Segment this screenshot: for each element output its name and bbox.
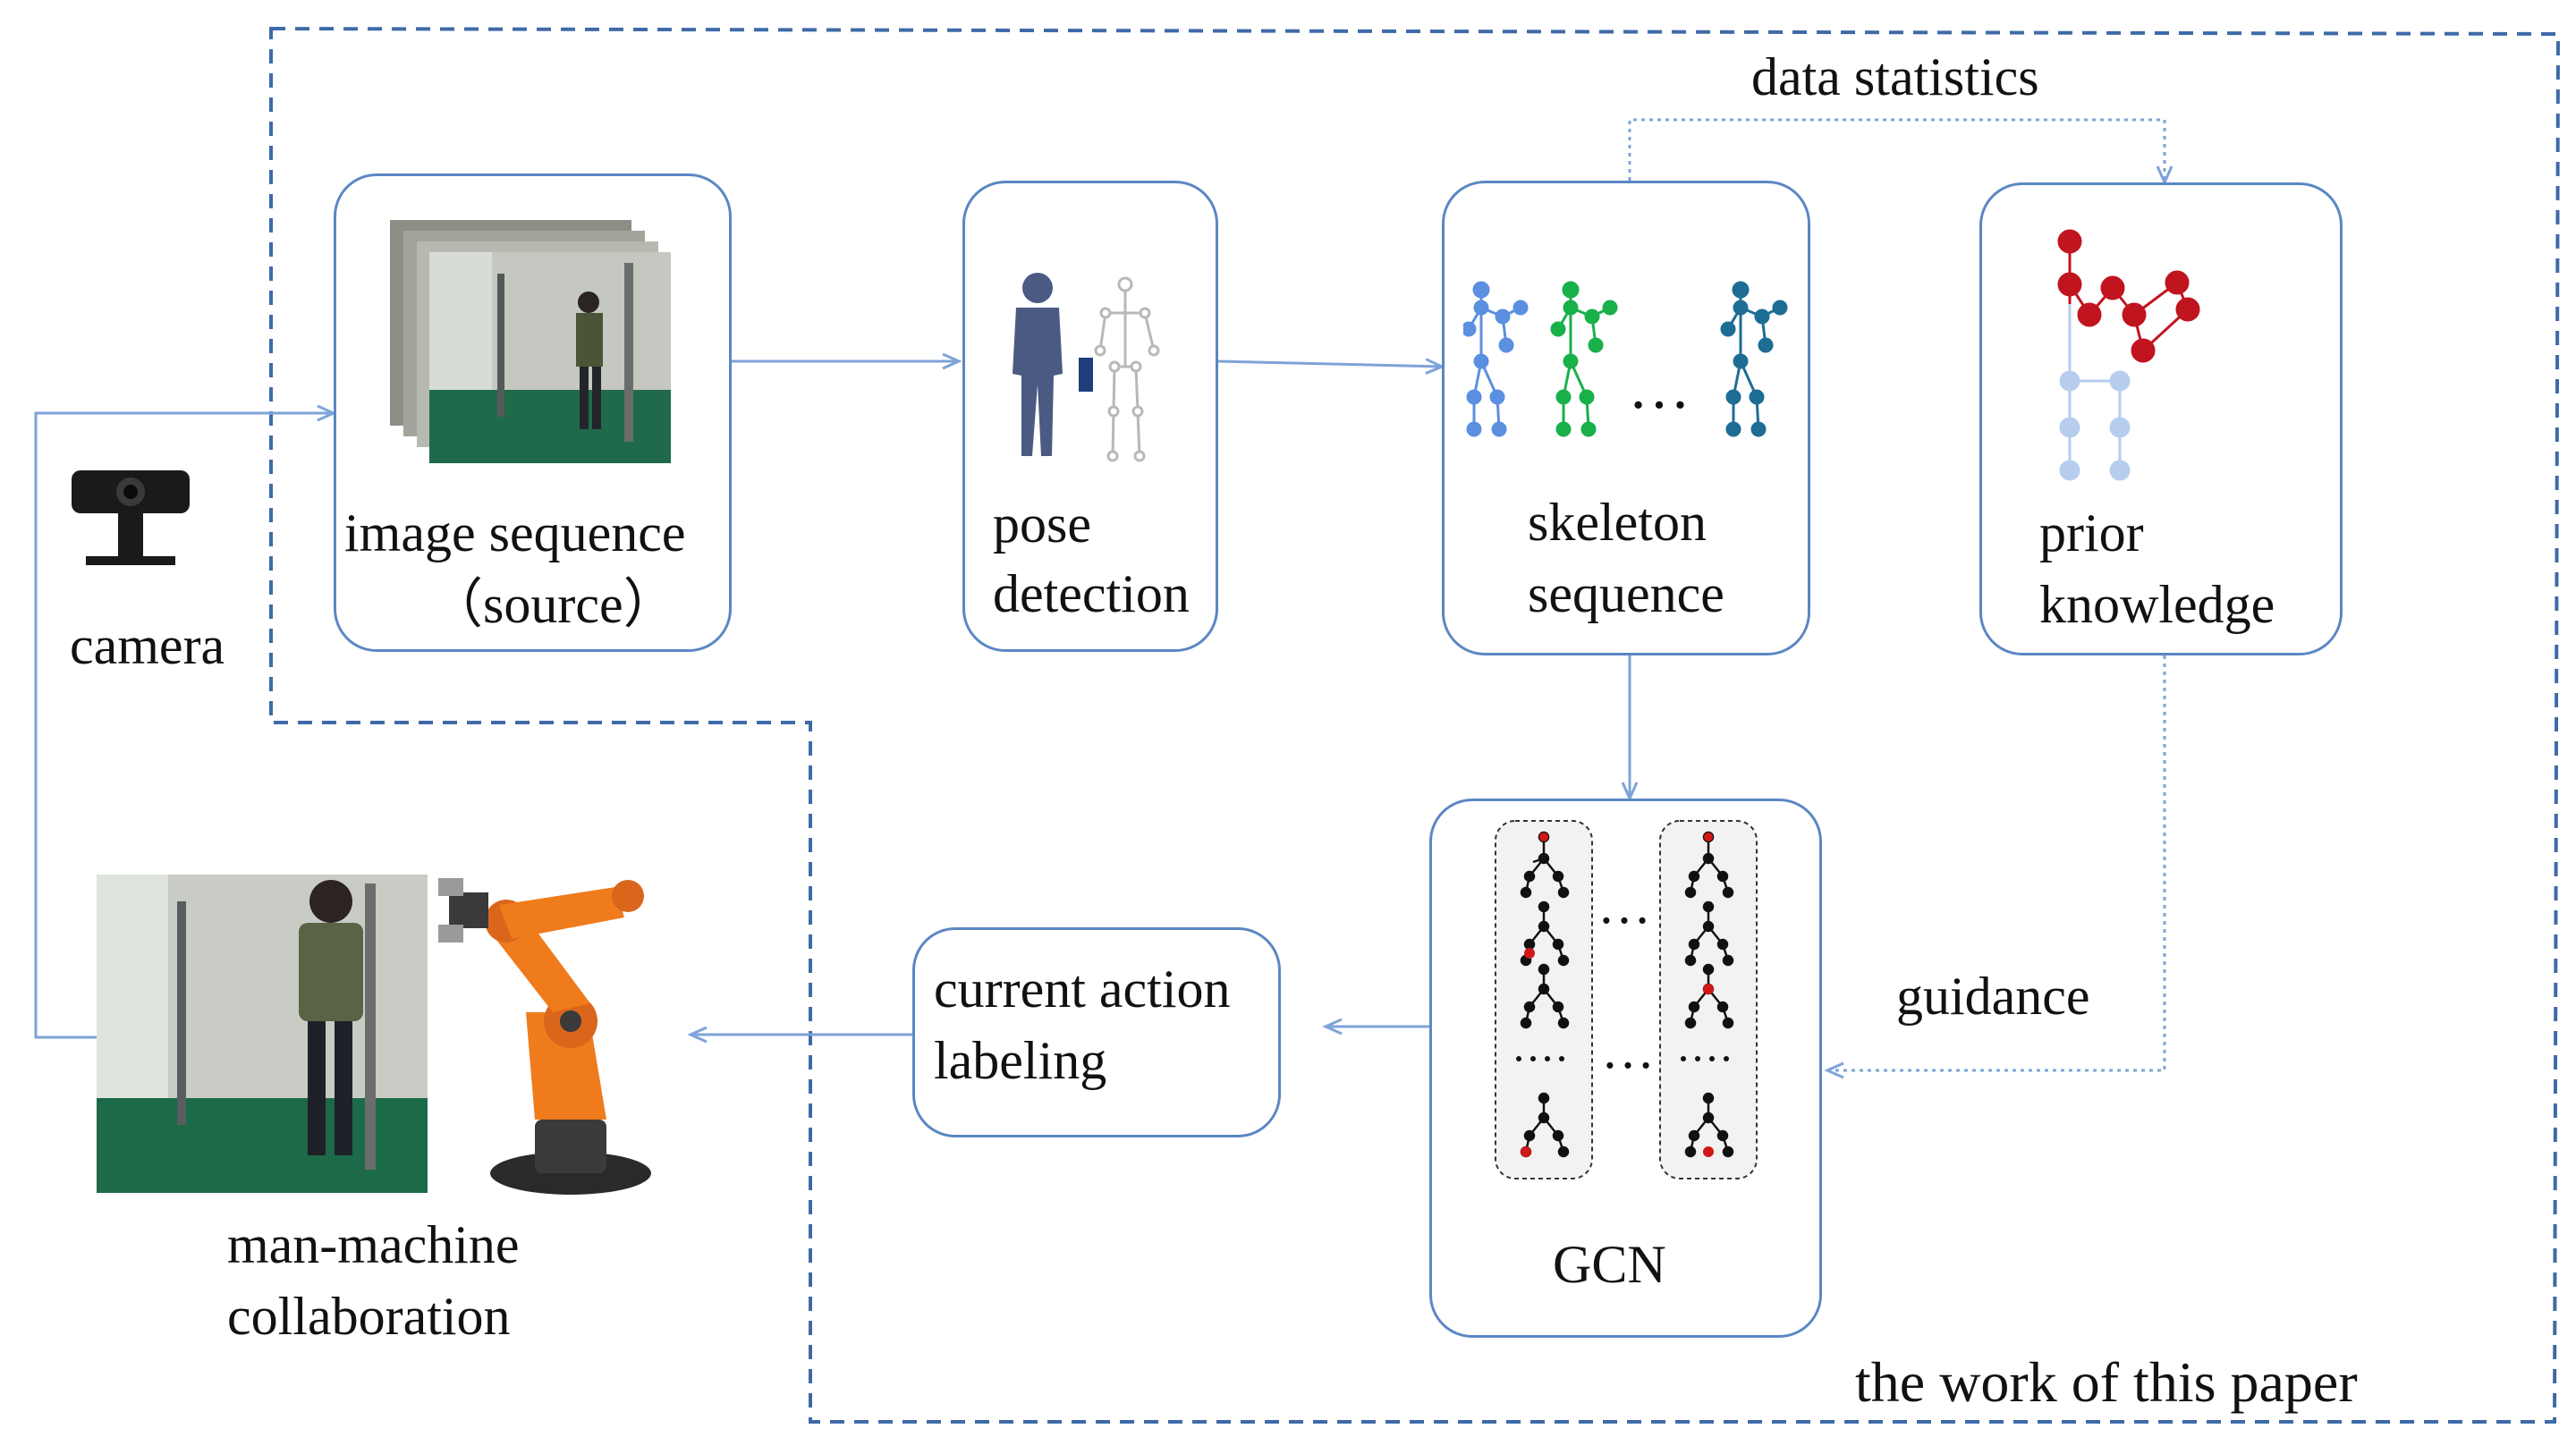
data-statistics-label: data statistics <box>1751 47 2039 106</box>
gcn-figure <box>1495 820 1758 1179</box>
skeleton-sequence-figure <box>1463 281 1788 437</box>
edge-prior-to-gcn <box>1824 655 2166 1079</box>
robot-arm-icon <box>438 878 651 1195</box>
image-sequence-label-line2: （source） <box>429 575 677 634</box>
gcn-label: GCN <box>1553 1235 1666 1294</box>
skeleton-ellipsis: … <box>1628 353 1690 422</box>
gcn-ellipsis-top: … <box>1597 875 1651 934</box>
current-action-labeling-label-line2: labeling <box>934 1031 1107 1090</box>
edge-feedback-to-image <box>34 404 337 1039</box>
camera-label: camera <box>70 616 225 675</box>
image-sequence-label-line1: image sequence <box>344 503 686 562</box>
gcn-ellipsis-bottom: … <box>1601 1020 1655 1079</box>
work-region-label: the work of this paper <box>1855 1350 2358 1414</box>
prior-knowledge-box <box>1979 182 2343 655</box>
current-action-labeling-label-line1: current action <box>934 959 1231 1019</box>
current-action-labeling-box <box>912 927 1281 1137</box>
skeleton-sequence-label-line2: sequence <box>1528 564 1724 623</box>
guidance-label: guidance <box>1896 967 2090 1026</box>
prior-knowledge-figure <box>2057 229 2200 481</box>
prior-knowledge-label-line1: prior <box>2039 503 2144 562</box>
pose-detection-label-line1: pose <box>993 495 1091 554</box>
edge-pose-to-skeleton <box>1217 358 1445 375</box>
work-region-border <box>269 26 2561 1424</box>
skeleton-sequence-box <box>1442 181 1810 655</box>
man-machine-label-line2: collaboration <box>227 1287 511 1346</box>
prior-knowledge-label-line2: knowledge <box>2039 575 2275 634</box>
image-sequence-frames <box>390 220 671 463</box>
man-machine-photo <box>97 875 428 1193</box>
pose-detection-label-line2: detection <box>993 564 1190 623</box>
man-machine-label-line1: man-machine <box>227 1215 520 1274</box>
camera-icon <box>72 470 190 565</box>
pose-detection-box <box>962 181 1218 652</box>
edge-skeleton-to-prior <box>1628 118 2174 186</box>
skeleton-sequence-label-line1: skeleton <box>1528 493 1707 552</box>
pose-detection-figure <box>1013 273 1160 462</box>
